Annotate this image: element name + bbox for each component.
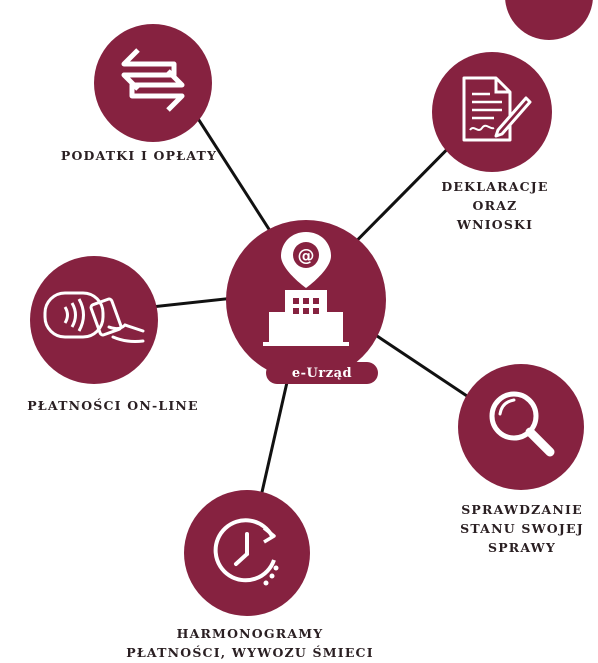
label-podatki-line: PODATKI I OPŁATY <box>60 148 218 163</box>
node-podatki[interactable] <box>94 24 212 142</box>
label-podatki: PODATKI I OPŁATY <box>44 146 234 165</box>
label-harmonogramy-line-2: PŁATNOŚCI, WYWOZU ŚMIECI <box>126 645 374 660</box>
magnifier-icon <box>476 380 566 474</box>
node-harmonogramy[interactable] <box>184 490 310 616</box>
node-platnosci[interactable] <box>30 256 158 384</box>
building-with-at-pin-icon: @ <box>251 226 361 360</box>
contactless-card-icon <box>39 281 149 359</box>
label-platnosci-line: PŁATNOŚCI ON-LINE <box>27 398 199 413</box>
label-platnosci: PŁATNOŚCI ON-LINE <box>2 396 224 415</box>
label-harmonogramy: HARMONOGRAMY PŁATNOŚCI, WYWOZU ŚMIECI <box>100 624 400 662</box>
node-deklaracje[interactable] <box>432 52 552 172</box>
node-sprawdzanie[interactable] <box>458 364 584 490</box>
label-deklaracje-line-2: ORAZ <box>472 198 518 213</box>
label-sprawdzanie-line-3: SPRAWY <box>487 540 557 555</box>
label-sprawdzanie-line-1: SPRAWDZANIE <box>461 502 583 517</box>
label-deklaracje: DEKLARACJE ORAZ WNIOSKI <box>420 177 570 234</box>
label-sprawdzanie: SPRAWDZANIE STANU SWOJEJ SPRAWY <box>446 500 598 557</box>
label-harmonogramy-line-1: HARMONOGRAMY <box>176 626 324 641</box>
center-label: e-Urząd <box>266 362 378 384</box>
document-pen-icon <box>450 68 534 156</box>
label-deklaracje-line-1: DEKLARACJE <box>441 179 549 194</box>
label-sprawdzanie-line-2: STANU SWOJEJ <box>460 521 584 536</box>
swap-arrows-icon <box>110 46 196 120</box>
clock-icon <box>202 506 292 600</box>
center-node[interactable]: @ <box>226 220 386 380</box>
svg-text:@: @ <box>298 246 315 266</box>
label-deklaracje-line-3: WNIOSKI <box>456 217 534 232</box>
